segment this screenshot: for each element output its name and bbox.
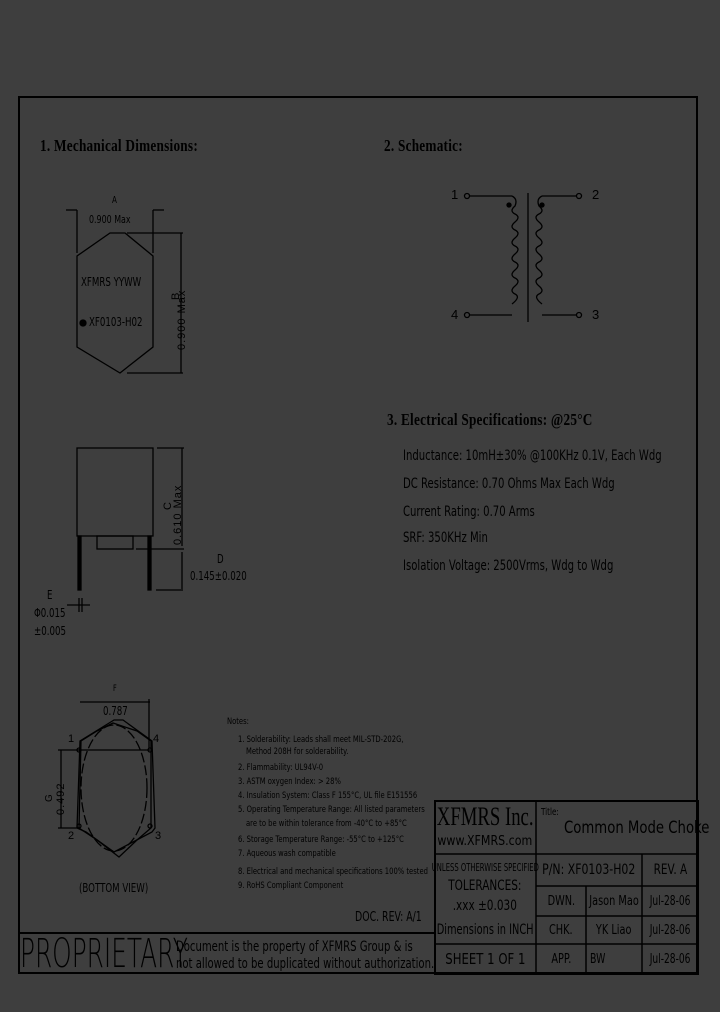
spec-dc-resistance: DC Resistance: 0.70 Ohms Max Each Wdg (403, 476, 615, 492)
dim-d-value: 0.145±0.020 (190, 569, 247, 583)
spec-srf: SRF: 350KHz Min (403, 530, 488, 546)
proprietary-label: PROPRIETARY (20, 931, 188, 977)
sheet-number: SHEET 1 OF 1 (444, 950, 526, 968)
dim-e-label: E (47, 588, 53, 602)
bottom-pin-3: 3 (155, 830, 162, 842)
note-item: 7. Aqueous wash compatible (238, 849, 336, 859)
tolerance-line3: .xxx ±0.030 (452, 898, 518, 914)
name-dwn: Jason Mao (589, 893, 639, 909)
note-item: 4. Insulation System: Class F 155°C, UL … (238, 791, 418, 801)
date-dwn: Jul-28-06 (650, 893, 691, 909)
proprietary-text-2: not allowed to be duplicated without aut… (176, 956, 435, 972)
role-dwn: DWN. (547, 893, 575, 909)
bottom-pin-2: 2 (68, 830, 75, 842)
part-number: P/N: XF0103-H02 (542, 862, 636, 878)
company-website: www.XFMRS.com (437, 833, 533, 849)
note-item: are to be within tolerance from -40°C to… (246, 819, 407, 829)
dim-f-value: 0.787 (103, 704, 128, 718)
marking-line1: XFMRS YYWW (81, 275, 142, 289)
name-app: BW (590, 951, 606, 967)
note-item: 5. Operating Temperature Range: All list… (238, 805, 425, 815)
schematic-heading: 2. Schematic: (384, 136, 463, 155)
note-item: 9. RoHS Compliant Component (238, 881, 344, 891)
dim-f-label: F (113, 684, 117, 694)
pin-1-label: 1 (451, 187, 459, 202)
note-item: 2. Flammability: UL94V-0 (238, 763, 324, 773)
bottom-pin-1: 1 (68, 733, 75, 745)
role-app: APP. (550, 951, 572, 967)
dim-e-value1: Φ0.015 (34, 606, 66, 620)
date-chk: Jul-28-06 (650, 922, 691, 938)
title-label: Title: (541, 807, 559, 818)
bottom-view-caption: (BOTTOM VIEW) (79, 881, 149, 895)
dim-e-value2: ±0.005 (34, 624, 66, 638)
drawing-frame (18, 96, 698, 974)
doc-rev: DOC. REV: A/1 (355, 910, 422, 925)
pin-3-label: 3 (592, 307, 600, 322)
note-item: 1. Solderability: Leads shall meet MIL-S… (238, 735, 404, 745)
spec-inductance: Inductance: 10mH±30% @100KHz 0.1V, Each … (403, 448, 662, 464)
tolerance-line2: TOLERANCES: (448, 878, 522, 894)
spec-current-rating: Current Rating: 0.70 Arms (403, 504, 535, 520)
marking-line2: XF0103-H02 (89, 315, 143, 329)
dim-d-label: D (217, 552, 224, 566)
bottom-pin-4: 4 (153, 733, 160, 745)
pin-4-label: 4 (451, 307, 459, 322)
tolerance-line1: UNLESS OTHERWISE SPECIFIED (431, 860, 539, 874)
company-name: XFMRS Inc. (436, 802, 534, 831)
date-app: Jul-28-06 (650, 951, 691, 967)
electrical-heading: 3. Electrical Specifications: @25°C (387, 410, 593, 429)
note-item: 3. ASTM oxygen Index: > 28% (238, 777, 341, 787)
spec-isolation: Isolation Voltage: 2500Vrms, Wdg to Wdg (403, 558, 614, 574)
mechanical-heading: 1. Mechanical Dimensions: (40, 136, 198, 155)
role-chk: CHK. (549, 922, 573, 938)
pin-2-label: 2 (592, 187, 600, 202)
top-view-outline (76, 232, 154, 374)
note-item: Method 208H for solderability. (246, 747, 349, 757)
revision: REV. A (653, 862, 688, 878)
drawing-title: Common Mode Choke (564, 818, 710, 838)
name-chk: YK Liao (596, 922, 632, 938)
dim-a-label: A (112, 195, 117, 206)
tolerance-line4: Dimensions in INCH (436, 922, 534, 938)
proprietary-text-1: Document is the property of XFMRS Group … (176, 939, 413, 955)
notes-heading: Notes: (227, 717, 249, 727)
title-block (434, 800, 699, 975)
note-item: 6. Storage Temperature Range: -55°C to +… (238, 835, 404, 845)
dim-a-value: 0.900 Max (89, 213, 131, 226)
note-item: 8. Electrical and mechanical specificati… (238, 867, 428, 877)
